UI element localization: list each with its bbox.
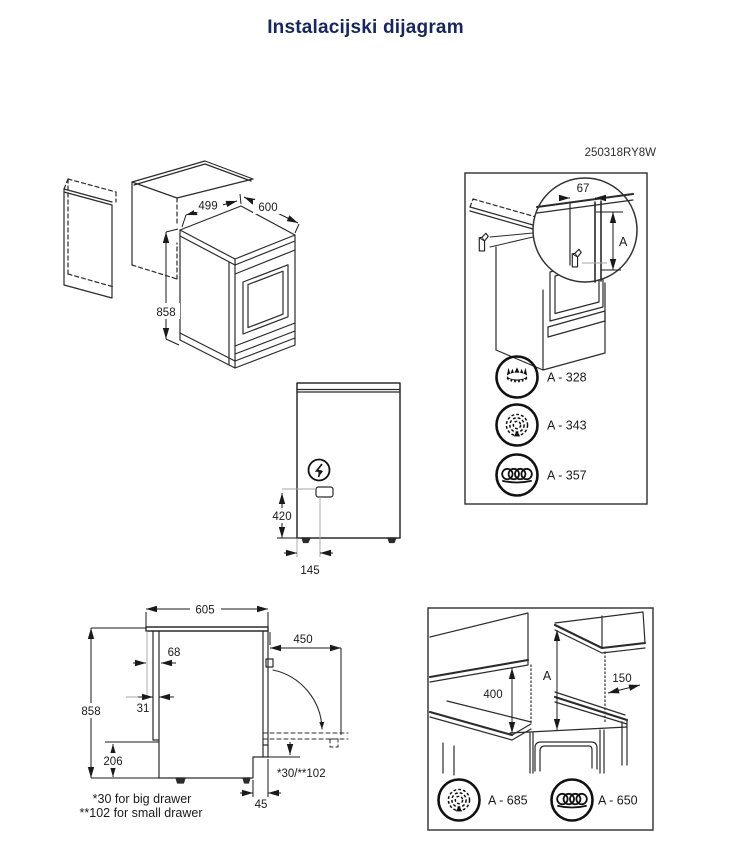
- panel-border: [464, 172, 648, 505]
- clearance-dimensions: [508, 630, 641, 733]
- side-view-diagram: 605 68 31 858 206 450 *30/**102 45 *30 f…: [77, 602, 349, 820]
- gas-burner-icon: [506, 367, 528, 383]
- cooker-rear: [296, 382, 401, 544]
- rear-view-diagram: 420 145: [271, 382, 401, 577]
- dim-rear-gap: 68: [168, 647, 181, 659]
- dim-lower-rear-height: 206: [103, 756, 122, 768]
- dim-plinth-recess: 45: [255, 799, 268, 811]
- page-title: Instalacijski dijagram: [267, 17, 464, 38]
- hob-legend: A - 328 A - 343 A - 357: [495, 355, 587, 497]
- dim-height: 858: [156, 307, 175, 319]
- panel-border: [427, 607, 654, 831]
- electric-connection: [307, 458, 334, 498]
- dim-depth-top: 499: [198, 201, 217, 213]
- dim-socket-height: 420: [272, 511, 291, 523]
- radiant-hob-icon: [447, 788, 471, 813]
- left-cabinet: [63, 178, 117, 299]
- dim-door-open: 450: [293, 634, 312, 646]
- terminal-box: [315, 486, 334, 498]
- radiant-hob-icon: [505, 413, 529, 438]
- dim-depth: 605: [195, 605, 214, 617]
- legend-label: A - 328: [547, 371, 587, 385]
- bracket-icon: [478, 232, 489, 252]
- dim-rear-panel: 31: [137, 703, 150, 715]
- right-cabinet-counter: [131, 160, 254, 280]
- magnified-detail: 67 A: [535, 183, 635, 283]
- cooker-iso: [179, 205, 296, 369]
- model-code: 250318RY8W: [584, 147, 656, 159]
- dim-hood-center: A: [543, 669, 552, 683]
- cooker-side: [145, 626, 274, 784]
- rear-detail-panel: 67 A A - 328 A - 343 A - 357: [464, 172, 648, 505]
- hob-legend: A - 685 A - 650: [437, 778, 638, 822]
- legend-label: A - 685: [488, 794, 528, 808]
- cooker-front: [534, 741, 598, 772]
- bracket-callout: [478, 232, 534, 252]
- coil-hob-icon: [501, 467, 533, 484]
- dim-bracket-offset: 67: [577, 183, 590, 195]
- dim-hood-left: 400: [483, 689, 502, 701]
- legend-label: A - 357: [547, 469, 587, 483]
- legend-label: A - 650: [598, 794, 638, 808]
- dim-height-ref: A: [619, 235, 628, 249]
- iso-dimensions: [162, 193, 300, 346]
- note-small-drawer: **102 for small drawer: [80, 806, 203, 820]
- counter-edge: [469, 198, 544, 232]
- legend-label: A - 343: [547, 419, 587, 433]
- dim-drawer-clearance: *30/**102: [277, 768, 326, 780]
- dim-socket-offset: 145: [300, 565, 319, 577]
- electric-symbol-circle: [307, 458, 331, 482]
- lightning-bolt-icon: [314, 463, 324, 478]
- worktops: [428, 691, 629, 776]
- clearance-panel: 400 A 150 A - 685 A - 650: [427, 607, 654, 831]
- iso-view-diagram: 499 600 858: [63, 160, 300, 369]
- dim-side-gap: 150: [612, 673, 631, 685]
- door-swing: [262, 669, 349, 748]
- left-wall-cabinet: [428, 612, 530, 683]
- projection-lines: [530, 651, 606, 725]
- right-wall-cabinet: [553, 611, 647, 654]
- coil-hob-icon: [556, 792, 588, 809]
- dim-width: 600: [258, 202, 277, 214]
- dim-side-height: 858: [81, 706, 100, 718]
- note-big-drawer: *30 for big drawer: [93, 792, 192, 806]
